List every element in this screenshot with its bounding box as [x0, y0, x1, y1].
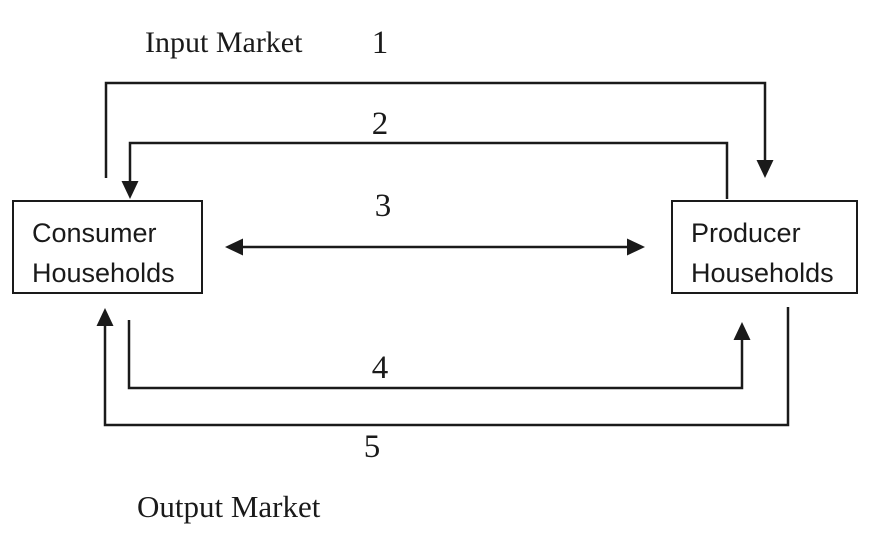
input-market-label: Input Market: [145, 26, 303, 59]
flow-number-4: 4: [371, 350, 389, 386]
consumer-households-box: Consumer Households: [12, 200, 203, 294]
arrow-flow-3: [225, 238, 645, 256]
flow-number-2: 2: [371, 106, 389, 142]
arrowhead-up-icon: [96, 308, 114, 326]
producer-box-line2: Households: [691, 258, 834, 288]
flow-number-5: 5: [363, 429, 381, 465]
producer-households-box: Producer Households: [671, 200, 858, 294]
arrow-flow-4: [127, 320, 751, 390]
consumer-box-line1: Consumer: [32, 218, 157, 248]
output-market-label: Output Market: [137, 489, 321, 524]
arrowhead-up-icon: [733, 322, 751, 340]
arrowhead-right-icon: [627, 238, 645, 256]
arrowhead-down-icon: [121, 181, 139, 199]
flow-number-1: 1: [371, 25, 389, 61]
consumer-box-line2: Households: [32, 258, 175, 288]
arrowhead-left-icon: [225, 238, 243, 256]
producer-box-line1: Producer: [691, 218, 801, 248]
arrow-flow-5: [96, 307, 790, 427]
arrow-flow-1: [104, 81, 774, 178]
arrow-flow-2: [121, 141, 729, 199]
flow-number-3: 3: [374, 188, 392, 224]
arrowhead-down-icon: [756, 160, 774, 178]
